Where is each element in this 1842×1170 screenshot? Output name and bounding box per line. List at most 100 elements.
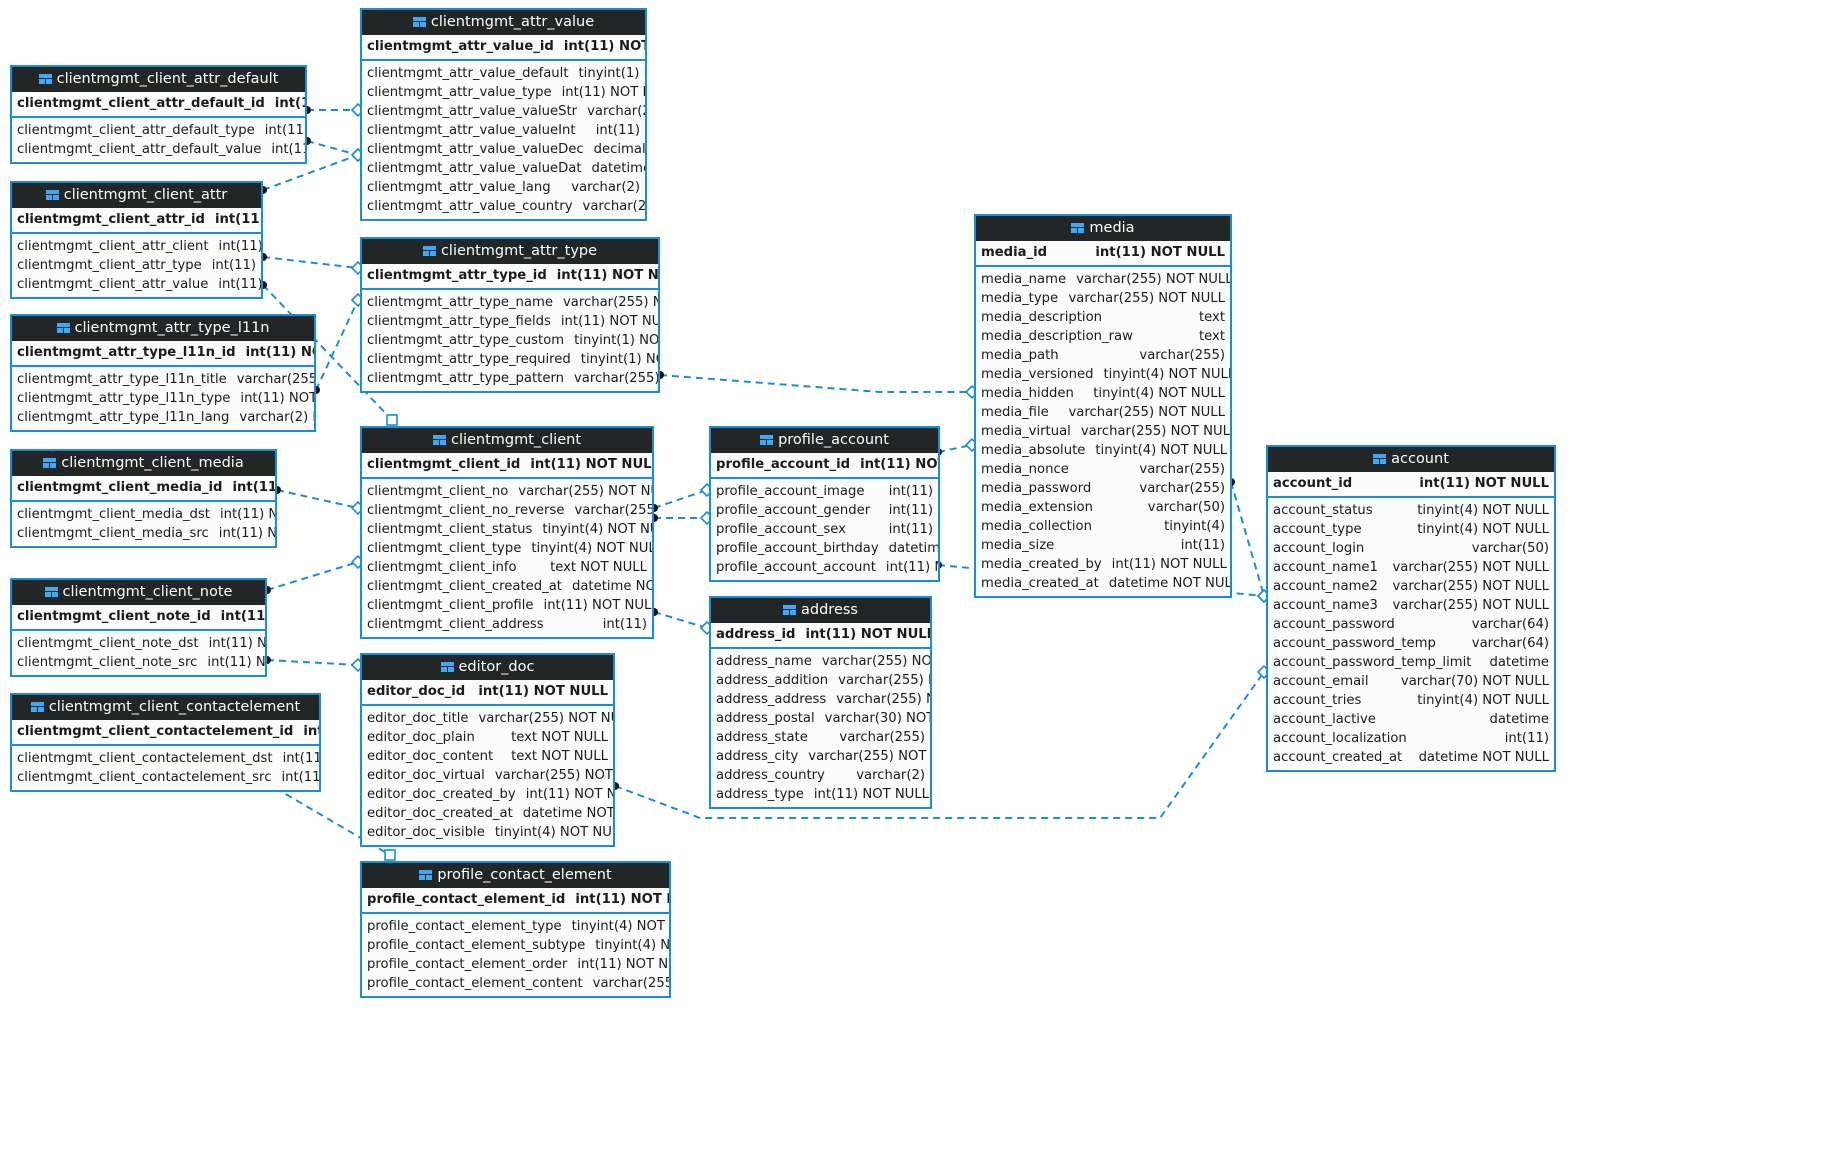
primary-key-row[interactable]: clientmgmt_client_attr_default_idint(11)… xyxy=(12,92,305,118)
entity-header-clientmgmt_attr_type_l11n[interactable]: clientmgmt_attr_type_l11n xyxy=(12,316,314,341)
entity-header-clientmgmt_client_attr_default[interactable]: clientmgmt_client_attr_default xyxy=(12,67,305,92)
entity-header-media[interactable]: media xyxy=(976,216,1230,241)
entity-header-clientmgmt_attr_value[interactable]: clientmgmt_attr_value xyxy=(362,10,645,35)
entity-header-account[interactable]: account xyxy=(1268,447,1554,472)
entity-header-clientmgmt_client[interactable]: clientmgmt_client xyxy=(362,428,652,453)
entity-header-clientmgmt_client_media[interactable]: clientmgmt_client_media xyxy=(12,451,275,476)
entity-header-clientmgmt_client_contactelement[interactable]: clientmgmt_client_contactelement xyxy=(12,695,319,720)
primary-key-row[interactable]: clientmgmt_client_contactelement_idint(1… xyxy=(12,720,319,746)
column-row[interactable]: clientmgmt_attr_value_valueStrvarchar(25… xyxy=(362,102,645,121)
column-row[interactable]: profile_account_birthdaydatetime xyxy=(711,539,938,558)
column-row[interactable]: clientmgmt_attr_value_valueDecdecimal(19… xyxy=(362,140,645,159)
